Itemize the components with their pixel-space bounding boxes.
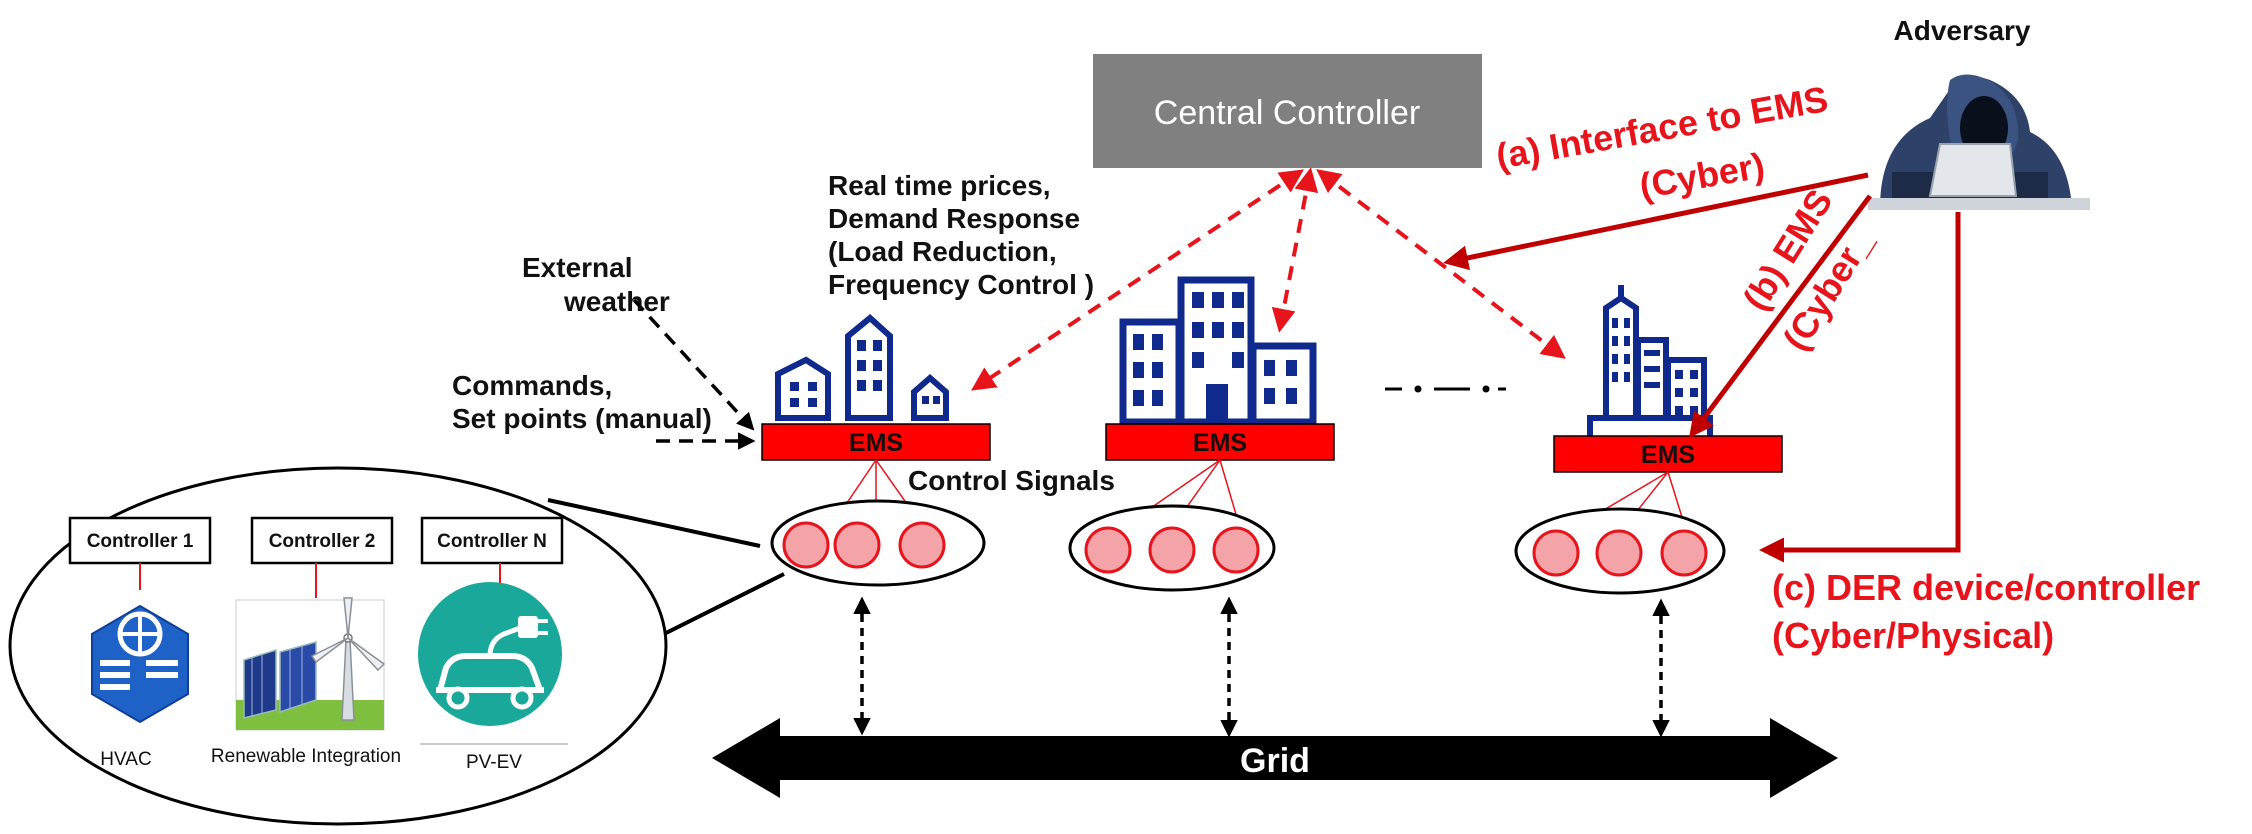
ems-label-1: EMS: [849, 429, 903, 457]
commands-label-line-1: Commands,: [452, 370, 612, 401]
attack-a-arrow: [1443, 172, 1869, 271]
controller-n-caption: PV-EV: [466, 752, 522, 773]
device-group-2: [1068, 459, 1276, 592]
weather-label-line-2: weather: [563, 286, 670, 317]
ems-box-3: EMS: [1553, 435, 1783, 473]
controller-1-label: Controller 1: [87, 531, 194, 552]
control-signals-label: Control Signals: [908, 465, 1115, 496]
attack-c-label-line-2: (Cyber/Physical): [1772, 615, 2054, 656]
ems-box-1: EMS: [761, 423, 991, 461]
controller-2-label: Controller 2: [269, 531, 376, 552]
ems-box-2: EMS: [1105, 423, 1335, 461]
attack-a-label-line-2: (Cyber): [1636, 144, 1767, 206]
comm-link-ems-3: [1316, 169, 1566, 359]
building-cluster-2-icon: [1119, 276, 1317, 426]
ems-label-3: EMS: [1641, 441, 1695, 469]
prices-label-line-2: Demand Response: [828, 203, 1080, 234]
controller-n-label: Controller N: [437, 531, 547, 552]
input-arrows: [632, 298, 756, 450]
weather-label-line-1: External: [522, 252, 633, 283]
controller-n: Controller N PV-EV: [418, 516, 568, 773]
building-cluster-1-icon: [775, 314, 949, 421]
ev-charging-icon: [418, 582, 562, 726]
weather-arrow: [632, 298, 755, 431]
ems-label-2: EMS: [1193, 429, 1247, 457]
prices-label-line-4: Frequency Control ): [828, 269, 1094, 300]
attack-c-label-line-1: (c) DER device/controller: [1772, 567, 2200, 608]
prices-label-line-1: Real time prices,: [828, 170, 1051, 201]
controller-1: Controller 1 HVAC: [68, 516, 212, 770]
controller-2-caption: Renewable Integration: [211, 746, 401, 767]
grid-bus: Grid: [712, 718, 1838, 798]
prices-label-line-3: (Load Reduction,: [828, 236, 1057, 267]
attack-lines: [1443, 172, 1961, 563]
grid-links: [853, 596, 1670, 738]
controller-2: Controller 2 Renewable Integration: [211, 516, 401, 767]
building-cluster-3-icon: [1587, 285, 1713, 443]
commands-label-line-2: Set points (manual): [452, 403, 712, 434]
device-group-1: [770, 459, 986, 587]
grid-label: Grid: [1240, 742, 1310, 780]
attack-b-arrow: [1689, 194, 1873, 439]
comm-link-ems-1: [971, 169, 1304, 391]
device-group-3: [1514, 471, 1726, 595]
ellipsis-dash-dot: [1385, 385, 1506, 393]
hvac-icon: [91, 604, 189, 724]
input-labels: External weather Commands, Set points (m…: [452, 170, 1094, 434]
comm-link-ems-2: [1271, 167, 1319, 333]
central-controller-label: Central Controller: [1154, 94, 1420, 132]
central-controller-box: Central Controller: [1093, 54, 1482, 168]
attack-c-arrow: [1759, 212, 1961, 563]
controller-1-caption: HVAC: [100, 749, 151, 770]
solar-wind-icon: [235, 597, 386, 731]
adversary-label: Adversary: [1894, 15, 2031, 46]
comm-links: [971, 167, 1566, 391]
hacker-icon: [1868, 74, 2090, 210]
